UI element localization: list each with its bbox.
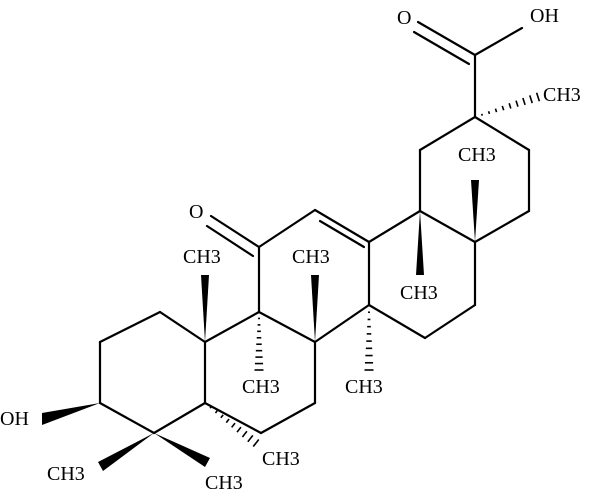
label-methyl-c4b: CH3 — [205, 472, 243, 493]
ring-e — [418, 115, 531, 244]
wedge-c10-methyl — [201, 275, 209, 342]
wedge-bonds — [42, 180, 479, 471]
atom-labels: O OH O OH CH3 CH3 CH3 CH3 CH3 CH3 CH3 CH… — [0, 5, 581, 493]
label-methyl-c9: CH3 — [242, 376, 280, 398]
ketone-group — [205, 214, 261, 258]
wedge-c8-methyl — [311, 275, 319, 342]
ring-b — [203, 310, 317, 435]
label-acid-carbonyl-oxygen: O — [397, 7, 411, 29]
wedge-c17-methyl — [416, 211, 424, 275]
label-methyl-c5: CH3 — [262, 448, 300, 470]
wedge-c3-hydroxyl — [42, 403, 100, 425]
ring-c — [257, 208, 371, 344]
hash-c5-hydrogen — [209, 406, 260, 448]
wedge-c4-methyl-left — [98, 433, 154, 471]
hashed-bonds — [209, 92, 541, 448]
label-methyl-c4a: CH3 — [47, 463, 85, 485]
carboxylic-acid-group — [412, 20, 524, 119]
label-hydroxyl: OH — [0, 408, 29, 430]
hash-c9-methyl — [254, 317, 264, 371]
wedge-c4-methyl-right — [154, 433, 210, 467]
label-methyl-c10: CH3 — [183, 246, 221, 268]
label-acid-hydroxyl: OH — [530, 5, 559, 27]
ring-d — [367, 209, 477, 340]
wedge-c18-methyl — [471, 180, 479, 242]
hash-c20-methyl — [480, 92, 541, 116]
label-methyl-c20: CH3 — [543, 84, 581, 106]
label-methyl-c18: CH3 — [458, 144, 496, 166]
hash-c14-methyl — [364, 311, 374, 371]
label-methyl-c17: CH3 — [400, 282, 438, 304]
label-methyl-c14: CH3 — [345, 376, 383, 398]
ring-a — [98, 310, 207, 435]
label-methyl-c8: CH3 — [292, 246, 330, 268]
label-ketone-oxygen: O — [189, 201, 203, 223]
